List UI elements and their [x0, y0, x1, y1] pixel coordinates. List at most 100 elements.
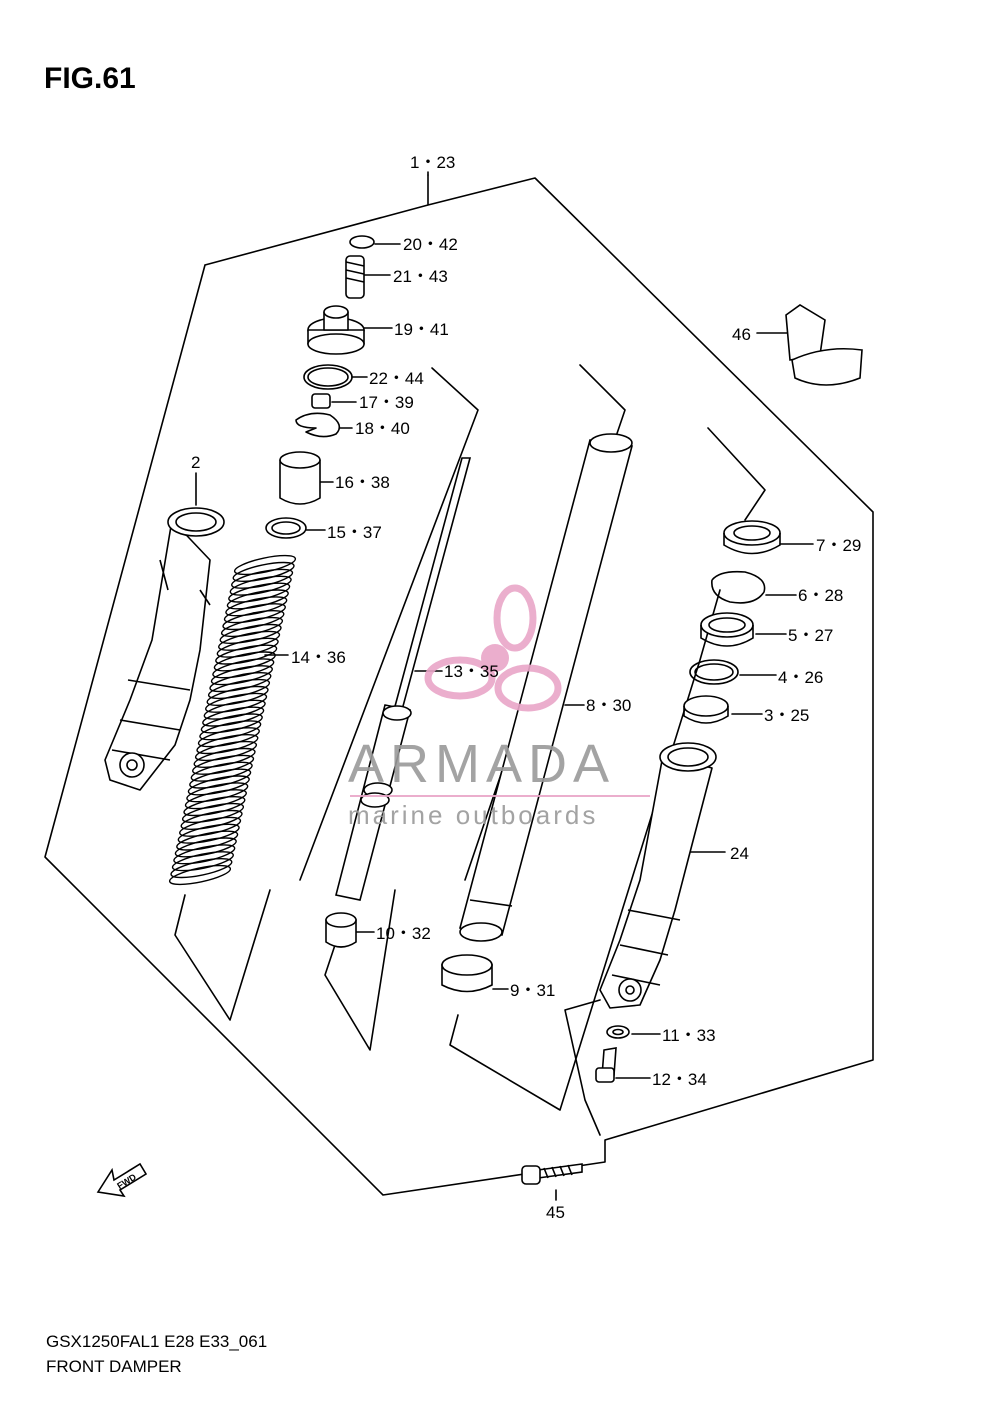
- spring-coil: [229, 575, 292, 596]
- callout-5-27: 5・27: [788, 626, 833, 645]
- oil-seal-part: [700, 612, 754, 647]
- callout-45: 45: [546, 1203, 565, 1222]
- spacer-washer-part: [295, 412, 341, 438]
- spring-coil: [199, 720, 262, 741]
- spring-coil: [205, 692, 268, 713]
- inner-tube-part: [459, 433, 634, 942]
- damper-bolt-part: [595, 1047, 617, 1083]
- callout-14-36: 14・36: [291, 648, 346, 667]
- armada-watermark: ARMADA marine outboards: [348, 584, 650, 830]
- spring-washer-part: [265, 517, 307, 539]
- callout-8-30: 8・30: [586, 696, 631, 715]
- gasket-washer-part: [606, 1025, 630, 1039]
- spring-coil: [222, 609, 285, 631]
- o-ring-part: [349, 235, 375, 249]
- stopper-ring-part: [711, 570, 766, 604]
- spring-coil: [179, 816, 242, 837]
- spring-coil: [197, 727, 260, 748]
- fork-cap-bolt-part: [307, 305, 365, 355]
- spring-coil: [213, 651, 276, 672]
- callout-17-39: 17・39: [359, 393, 414, 412]
- propeller-logo-icon: [424, 584, 562, 712]
- spring-coil: [190, 761, 253, 782]
- forward-direction-arrow: FWD: [96, 1162, 148, 1198]
- callout-15-37: 15・37: [327, 523, 382, 542]
- callout-3-25: 3・25: [764, 706, 809, 725]
- callout-46: 46: [732, 325, 751, 344]
- callout-13-35: 13・35: [444, 662, 499, 681]
- callout-9-31: 9・31: [510, 981, 555, 1000]
- spring-coil: [181, 802, 245, 824]
- spring-coil: [203, 699, 266, 720]
- fork-guard-part: [785, 304, 863, 386]
- spring-coil: [174, 837, 237, 858]
- watermark-brand: ARMADA: [348, 734, 615, 794]
- spring-coil: [196, 733, 259, 755]
- callout-labels: 1・23 20・42 21・43 19・41 22・44 17・39 18・40…: [191, 153, 861, 1222]
- spring-coil: [209, 671, 272, 693]
- guide-bush-part: [683, 695, 729, 724]
- callout-10-32: 10・32: [376, 924, 431, 943]
- spring-coil: [192, 754, 255, 775]
- bottom-bush-part: [325, 912, 357, 948]
- callout-16-38: 16・38: [335, 473, 390, 492]
- callout-1-23: 1・23: [410, 153, 455, 172]
- spacer-tube-part: [279, 451, 321, 505]
- spring-coil: [193, 747, 256, 769]
- callout-11-33: 11・33: [662, 1026, 716, 1045]
- callout-19-41: 19・41: [394, 320, 449, 339]
- spring-coil: [233, 554, 297, 576]
- callout-6-28: 6・28: [798, 586, 843, 605]
- seal-spacer-part: [689, 659, 739, 685]
- model-code-label: GSX1250FAL1 E28 E33_061: [46, 1332, 268, 1351]
- spring-coil: [194, 740, 258, 762]
- callout-22-44: 22・44: [369, 369, 424, 388]
- spring-coil: [180, 809, 243, 831]
- spring-coil: [173, 844, 236, 865]
- spring-coil: [187, 775, 250, 796]
- spring-coil: [231, 568, 294, 589]
- spring-coil: [170, 857, 233, 879]
- callout-12-34: 12・34: [652, 1070, 707, 1089]
- spring-coil: [202, 706, 265, 727]
- spring-coil: [215, 644, 278, 665]
- spring-coil: [176, 830, 239, 851]
- spring-coil: [189, 768, 252, 789]
- axle-pinch-bolt-part: [521, 1163, 583, 1185]
- panel-lower-group: [564, 999, 601, 1136]
- spring-coil: [223, 603, 286, 624]
- figure-name-label: FRONT DAMPER: [46, 1357, 182, 1376]
- callout-7-29: 7・29: [816, 536, 861, 555]
- figure-title: FIG.61: [44, 62, 136, 95]
- spring-coil: [212, 658, 275, 679]
- callout-2: 2: [191, 453, 200, 472]
- callout-20-42: 20・42: [403, 235, 458, 254]
- spring-coil: [218, 630, 281, 651]
- panel-cylinder-group: [449, 427, 766, 1111]
- watermark-tagline: marine outboards: [348, 800, 598, 830]
- cap-o-ring-part: [303, 364, 353, 390]
- fork-spring-part: [168, 554, 297, 886]
- spring-coil: [220, 616, 284, 638]
- spring-coil: [210, 665, 273, 686]
- spring-coil: [171, 851, 234, 872]
- callout-24: 24: [730, 844, 749, 863]
- spring-coil: [168, 864, 232, 886]
- lock-nut-part: [311, 393, 331, 409]
- outer-tube-right-part: [599, 742, 717, 1009]
- spring-coil: [207, 678, 271, 700]
- callout-21-43: 21・43: [393, 267, 448, 286]
- dust-seal-part: [723, 520, 781, 555]
- spring-coil: [177, 823, 240, 844]
- spring-coil: [183, 795, 246, 817]
- spring-coil: [219, 623, 282, 645]
- spring-coil: [206, 685, 269, 707]
- spring-coil: [200, 713, 263, 734]
- spring-coil: [186, 782, 249, 803]
- spring-coil: [216, 637, 279, 658]
- callout-18-40: 18・40: [355, 419, 410, 438]
- spring-coil: [228, 582, 291, 603]
- callout-4-26: 4・26: [778, 668, 823, 687]
